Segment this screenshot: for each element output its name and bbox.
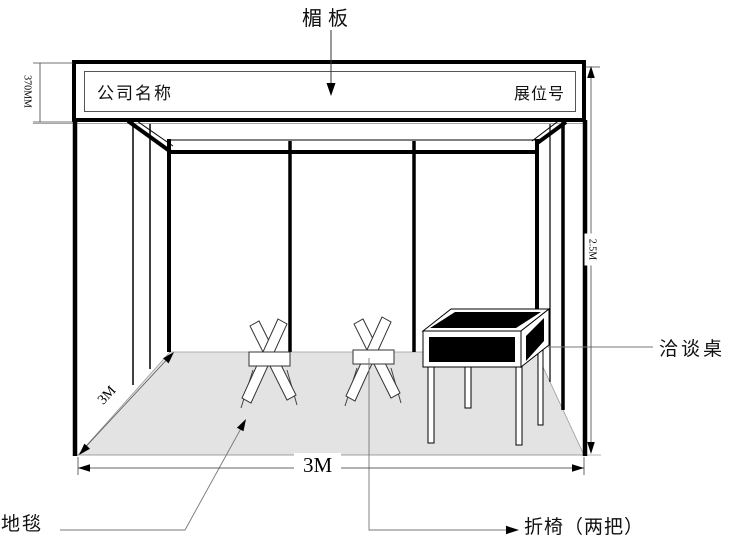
fascia-height-dimension-label: 370MM [21,75,33,108]
booth-number-label: 展位号 [513,83,565,103]
left-arrow-icon [78,464,90,472]
chairs-leader [368,358,507,531]
carpet-arrow-icon [236,419,246,432]
down-left-arrow-icon [79,443,90,455]
carpet-leader [60,422,245,531]
booth-height-dimension-label: 2.5M [584,233,598,266]
up-right-arrow-icon [163,352,174,364]
leader-lines [60,30,653,535]
table-label: 洽谈桌 [659,338,726,360]
fascia-board: 公司名称 展位号 [72,60,586,122]
right-arrow-icon [572,464,584,472]
down-arrow-icon [587,442,595,454]
booth-frame [33,118,588,456]
up-arrow-icon [587,66,595,78]
carpet-shape [75,351,601,456]
fascia-label: 楣板 [302,6,354,30]
carpet-label: 地毯 [1,513,44,535]
table-shape [421,307,551,446]
chairs-arrow-icon [506,525,519,535]
fascia-arrow-icon [326,83,336,96]
width-dimension-label: 3M [294,453,342,478]
company-name-label: 公司名称 [97,84,173,104]
chairs-label: 折椅（两把） [524,516,645,538]
